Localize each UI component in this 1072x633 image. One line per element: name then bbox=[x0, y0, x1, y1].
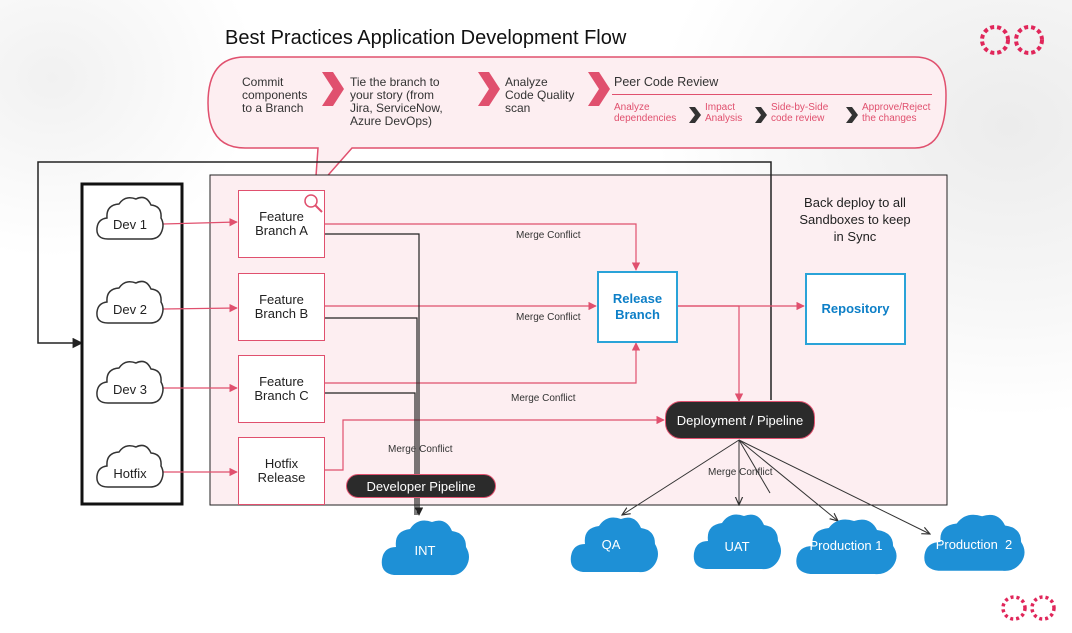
brand-logo-icon bbox=[980, 25, 1044, 55]
env-int-label: INT bbox=[414, 543, 436, 558]
dev-label: Dev 3 bbox=[113, 382, 147, 397]
merge-conflict-label: Merge Conflict bbox=[516, 312, 581, 323]
release-branch[interactable]: Release Branch bbox=[597, 271, 678, 343]
chevron-right-icon bbox=[846, 107, 858, 123]
cloud-icon bbox=[96, 444, 164, 488]
cloud-icon bbox=[96, 196, 164, 240]
merge-conflict-label: Merge Conflict bbox=[516, 230, 581, 241]
merge-conflict-label: Merge Conflict bbox=[511, 393, 576, 404]
env-qa-label: QA bbox=[601, 537, 621, 552]
step-commit: Commit components to a Branch bbox=[242, 75, 308, 115]
review-substep: Analyze dependencies bbox=[614, 102, 677, 124]
dev-label: Dev 2 bbox=[113, 302, 147, 317]
step-tie-branch: Tie the branch to your story (from Jira,… bbox=[350, 75, 443, 128]
magnifier-icon bbox=[304, 194, 323, 213]
env-production-2-label: Production 2 bbox=[935, 537, 1013, 552]
review-divider bbox=[612, 94, 932, 95]
chevron-right-icon bbox=[689, 107, 701, 123]
developer-pipeline[interactable]: Developer Pipeline bbox=[346, 474, 496, 498]
review-substep: Approve/Reject the changes bbox=[862, 102, 931, 124]
hotfix-release[interactable]: Hotfix Release bbox=[238, 437, 325, 505]
cloud-icon bbox=[96, 360, 164, 404]
merge-conflict-label: Merge Conflict bbox=[388, 444, 453, 455]
cloud-icon bbox=[924, 514, 1025, 571]
cloud-icon bbox=[570, 517, 658, 573]
dev-label: Dev 1 bbox=[113, 217, 147, 232]
brand-logo-small-icon bbox=[1001, 595, 1056, 621]
cloud-icon bbox=[96, 280, 164, 324]
dev-label: Hotfix bbox=[113, 466, 147, 481]
chevron-right-icon bbox=[322, 72, 344, 106]
step-peer-review: Peer Code Review bbox=[614, 75, 719, 89]
env-uat-label: UAT bbox=[724, 539, 750, 554]
chevron-right-icon bbox=[588, 72, 610, 106]
deployment-pipeline[interactable]: Deployment / Pipeline bbox=[665, 401, 815, 439]
step-analyze: Analyze Code Quality scan bbox=[505, 75, 575, 115]
feature-branch-c[interactable]: Feature Branch C bbox=[238, 355, 325, 423]
cloud-icon bbox=[693, 514, 781, 570]
chevron-right-icon bbox=[755, 107, 767, 123]
page-title: Best Practices Application Development F… bbox=[225, 27, 627, 49]
review-substep: Impact Analysis bbox=[705, 102, 743, 124]
back-deploy-note: Back deploy to all Sandboxes to keep in … bbox=[799, 195, 911, 244]
merge-conflict-label: Merge Conflict bbox=[708, 467, 773, 478]
cloud-icon bbox=[796, 519, 897, 575]
repository[interactable]: Repository bbox=[805, 273, 906, 345]
review-substep: Side-by-Side code review bbox=[771, 102, 829, 124]
env-production-1-label: Production 1 bbox=[809, 538, 883, 553]
chevron-right-icon bbox=[478, 72, 500, 106]
feature-branch-b[interactable]: Feature Branch B bbox=[238, 273, 325, 341]
cloud-icon bbox=[381, 520, 469, 576]
